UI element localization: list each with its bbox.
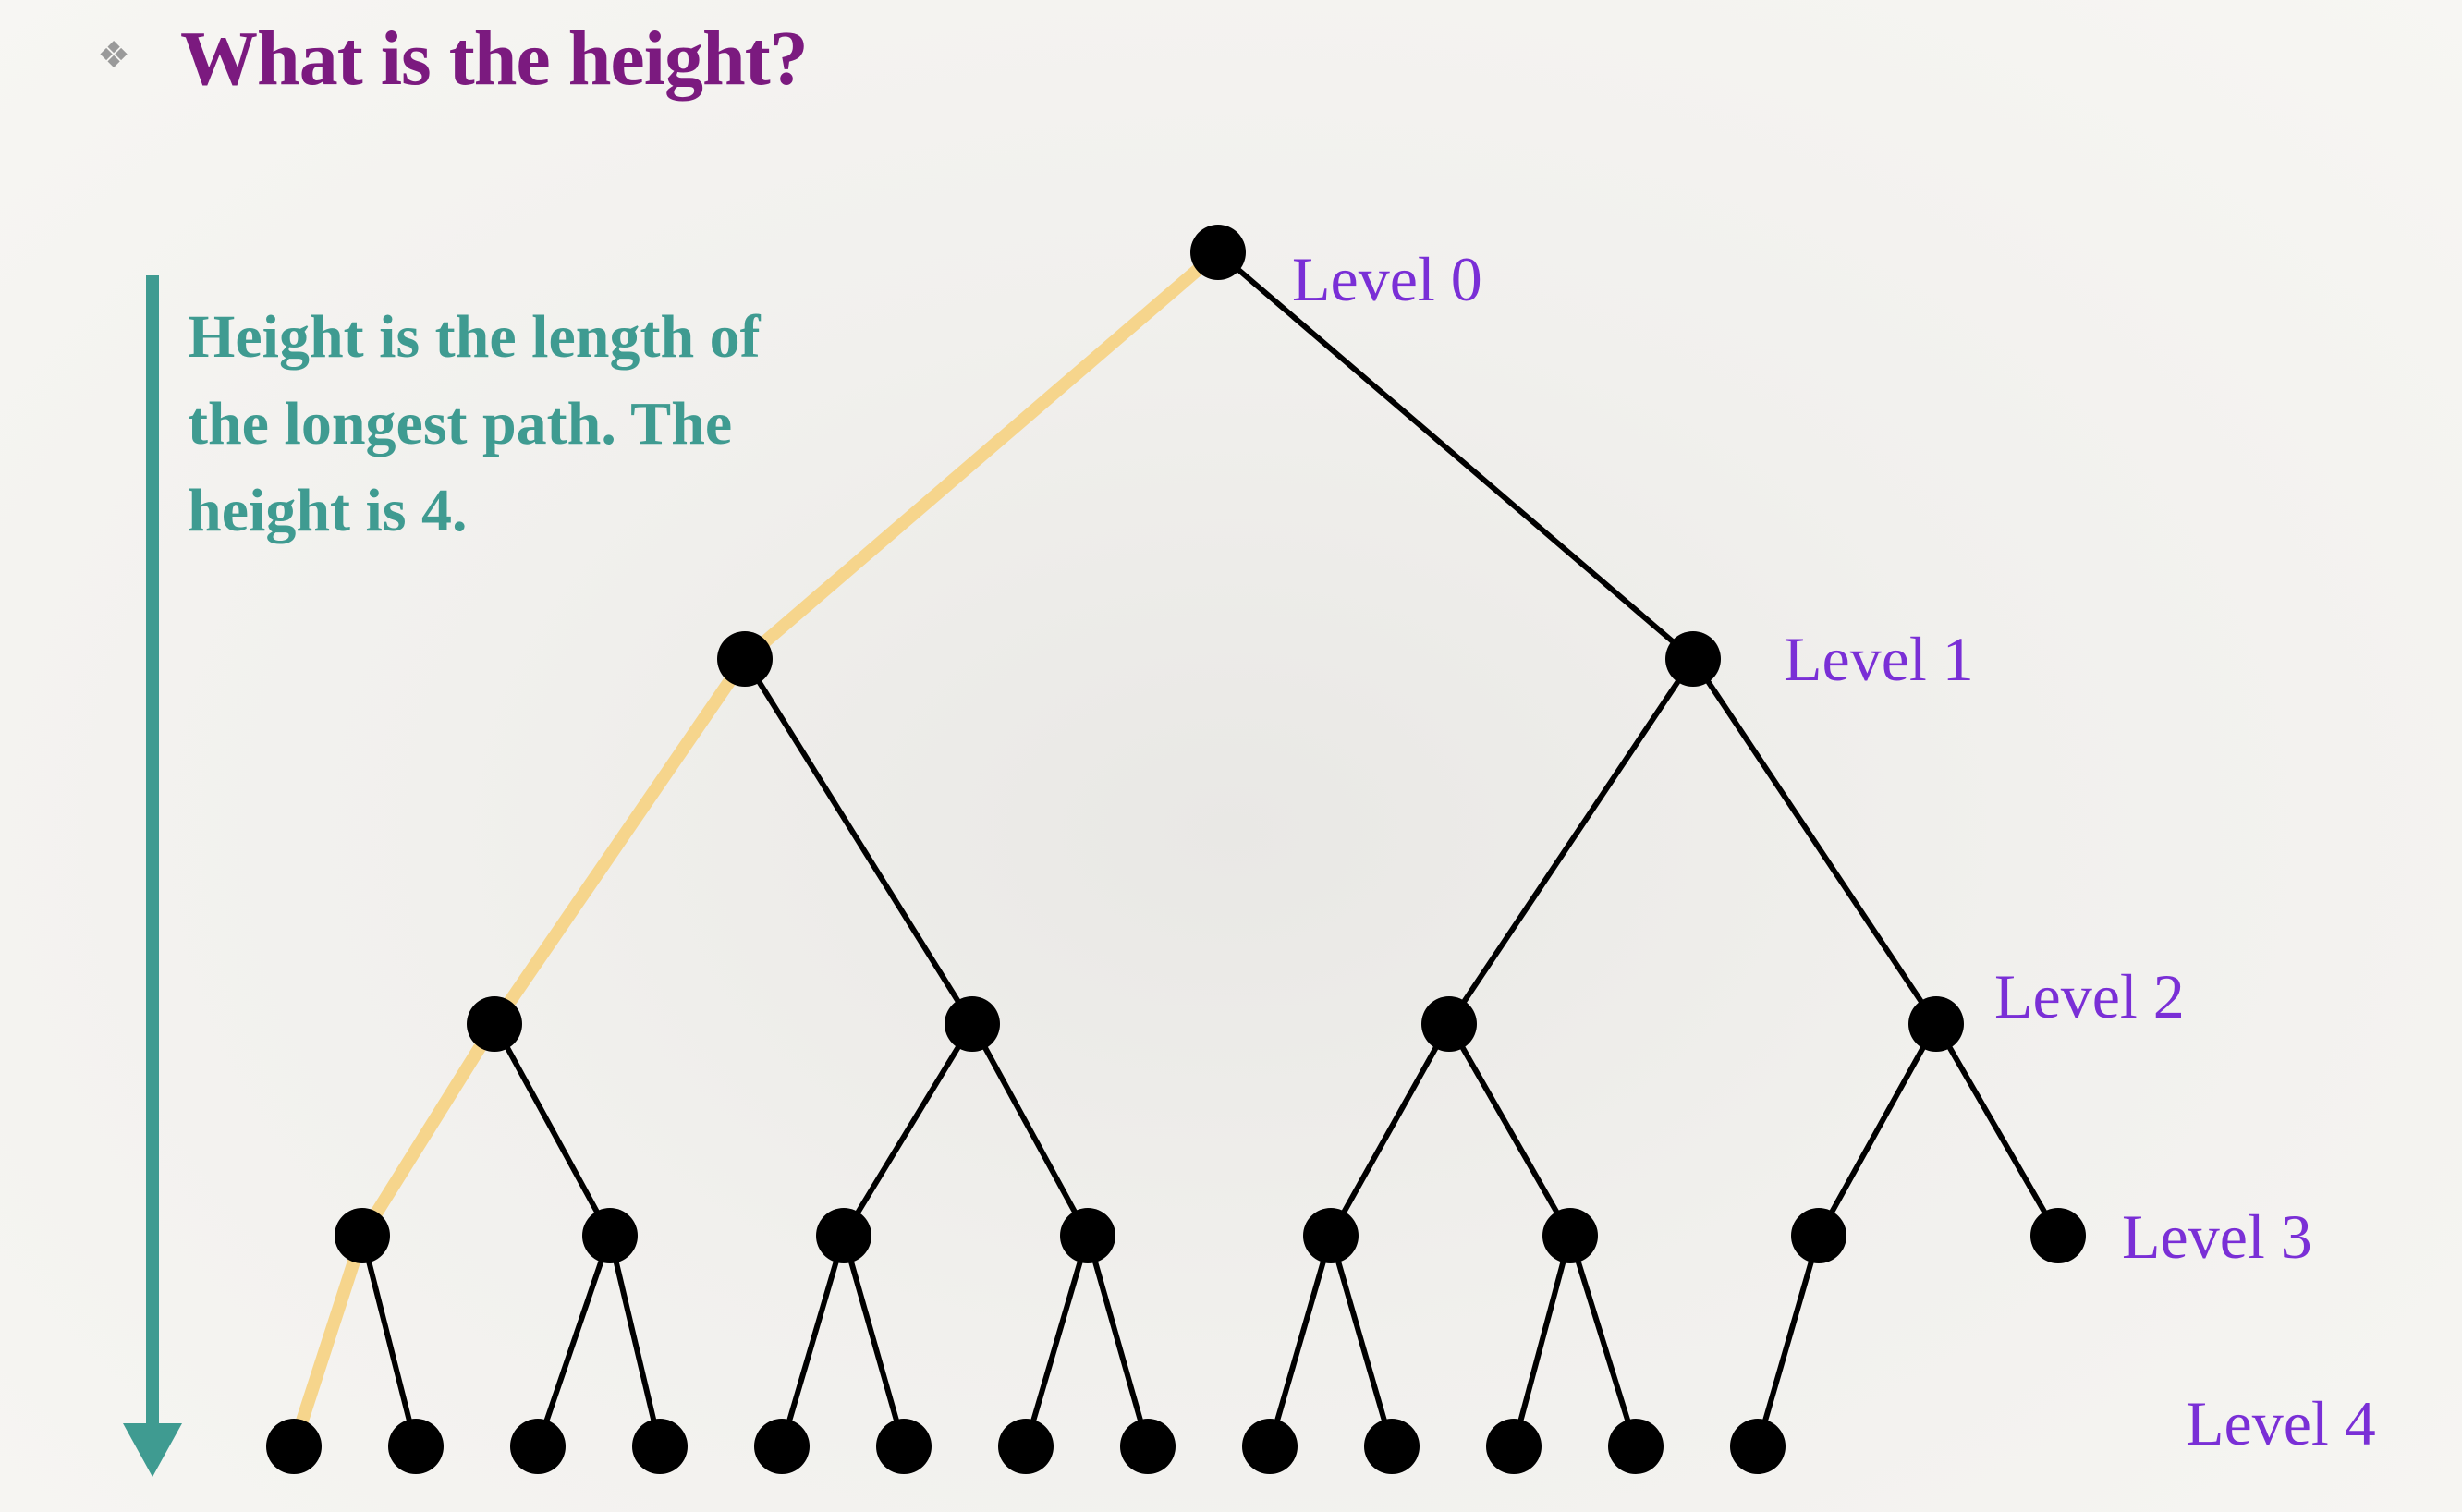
- tree-node-level3-2: [582, 1208, 638, 1263]
- level-label-4: Level 4: [2186, 1388, 2376, 1458]
- edge-RLL-a: [1267, 1233, 1334, 1449]
- tree-node-level3-6: [1542, 1208, 1598, 1263]
- level-label-1: Level 1: [1784, 624, 1974, 694]
- edge-RLL-b: [1328, 1233, 1395, 1449]
- edge-LLR-a: [535, 1233, 613, 1449]
- edge-RLR-a: [1511, 1233, 1573, 1449]
- edge-LRR-b: [1085, 1233, 1151, 1449]
- tree-node-level3-5: [1303, 1208, 1359, 1263]
- level-labels: Level 0 Level 1 Level 2 Level 3 Level 4: [1292, 244, 2376, 1458]
- level-label-2: Level 2: [1994, 961, 2185, 1031]
- edge-LR-LRR: [969, 1021, 1091, 1238]
- edge-LRL-a: [779, 1233, 847, 1449]
- edge-LL-LLR: [492, 1021, 613, 1238]
- edge-r-R: [1215, 250, 1696, 662]
- edge-LRR-a: [1023, 1233, 1091, 1449]
- edge-LR-LRL: [841, 1021, 975, 1238]
- tree-node-level3-3: [816, 1208, 871, 1263]
- edge-RL-RLR: [1446, 1021, 1573, 1238]
- edge-LLL-b: [360, 1233, 419, 1449]
- edge-RL-RLL: [1328, 1021, 1452, 1238]
- tree-node-level4-10: [1364, 1419, 1420, 1474]
- diamond-bullet-icon: ❖: [97, 34, 130, 77]
- slide-title: What is the height?: [180, 16, 809, 102]
- edge-LRL-b: [841, 1233, 907, 1449]
- tree-node-level2-2: [945, 996, 1000, 1052]
- edge-RR-RRL: [1816, 1021, 1939, 1238]
- edge-LLL-a: [287, 1229, 369, 1453]
- tree-node-level4-9: [1242, 1419, 1298, 1474]
- edge-r-L: [738, 246, 1225, 665]
- tree-node-level4-4: [632, 1419, 688, 1474]
- tree-node-root: [1190, 225, 1246, 280]
- tree-node-level1-1: [717, 631, 773, 687]
- edge-L-LR: [742, 656, 975, 1027]
- level-label-0: Level 0: [1292, 244, 1482, 314]
- edge-LL-LLL: [356, 1018, 501, 1242]
- tree-node-level2-4: [1908, 996, 1964, 1052]
- tree-node-level4-13: [1730, 1419, 1786, 1474]
- tree-node-level4-12: [1608, 1419, 1664, 1474]
- tree-node-level4-7: [998, 1419, 1054, 1474]
- tree-node-level4-11: [1486, 1419, 1542, 1474]
- tree-node-level1-2: [1665, 631, 1721, 687]
- level-label-3: Level 3: [2122, 1201, 2312, 1272]
- tree-node-level4-6: [876, 1419, 932, 1474]
- tree-node-level2-3: [1421, 996, 1477, 1052]
- height-arrow-head: [123, 1423, 182, 1477]
- tree-nodes: [266, 225, 2086, 1474]
- edge-L-LL: [488, 652, 751, 1030]
- tree-node-level3-7: [1791, 1208, 1846, 1263]
- explanation-line-3: height is 4.: [188, 477, 468, 544]
- tree-node-level4-8: [1120, 1419, 1176, 1474]
- tree-node-level4-3: [510, 1419, 566, 1474]
- tree-edges: [287, 246, 2061, 1453]
- explanation-line-1: Height is the length of: [188, 303, 761, 371]
- height-explanation: Height is the length of the longest path…: [188, 294, 890, 555]
- tree-node-level4-1: [266, 1419, 322, 1474]
- edge-R-RL: [1446, 656, 1696, 1027]
- edge-RRL-a: [1755, 1233, 1822, 1449]
- edge-RLR-b: [1567, 1233, 1639, 1449]
- tree-node-level2-1: [467, 996, 522, 1052]
- tree-node-level4-2: [388, 1419, 444, 1474]
- edge-R-RR: [1690, 656, 1939, 1027]
- edge-LLR-b: [607, 1233, 663, 1449]
- tree-node-level3-4: [1060, 1208, 1115, 1263]
- tree-node-level3-8: [2030, 1208, 2086, 1263]
- explanation-line-2: the longest path. The: [188, 390, 733, 457]
- tree-node-level4-5: [754, 1419, 810, 1474]
- edge-RR-RRR: [1933, 1021, 2061, 1238]
- height-arrow: [123, 275, 182, 1477]
- tree-node-level3-1: [335, 1208, 390, 1263]
